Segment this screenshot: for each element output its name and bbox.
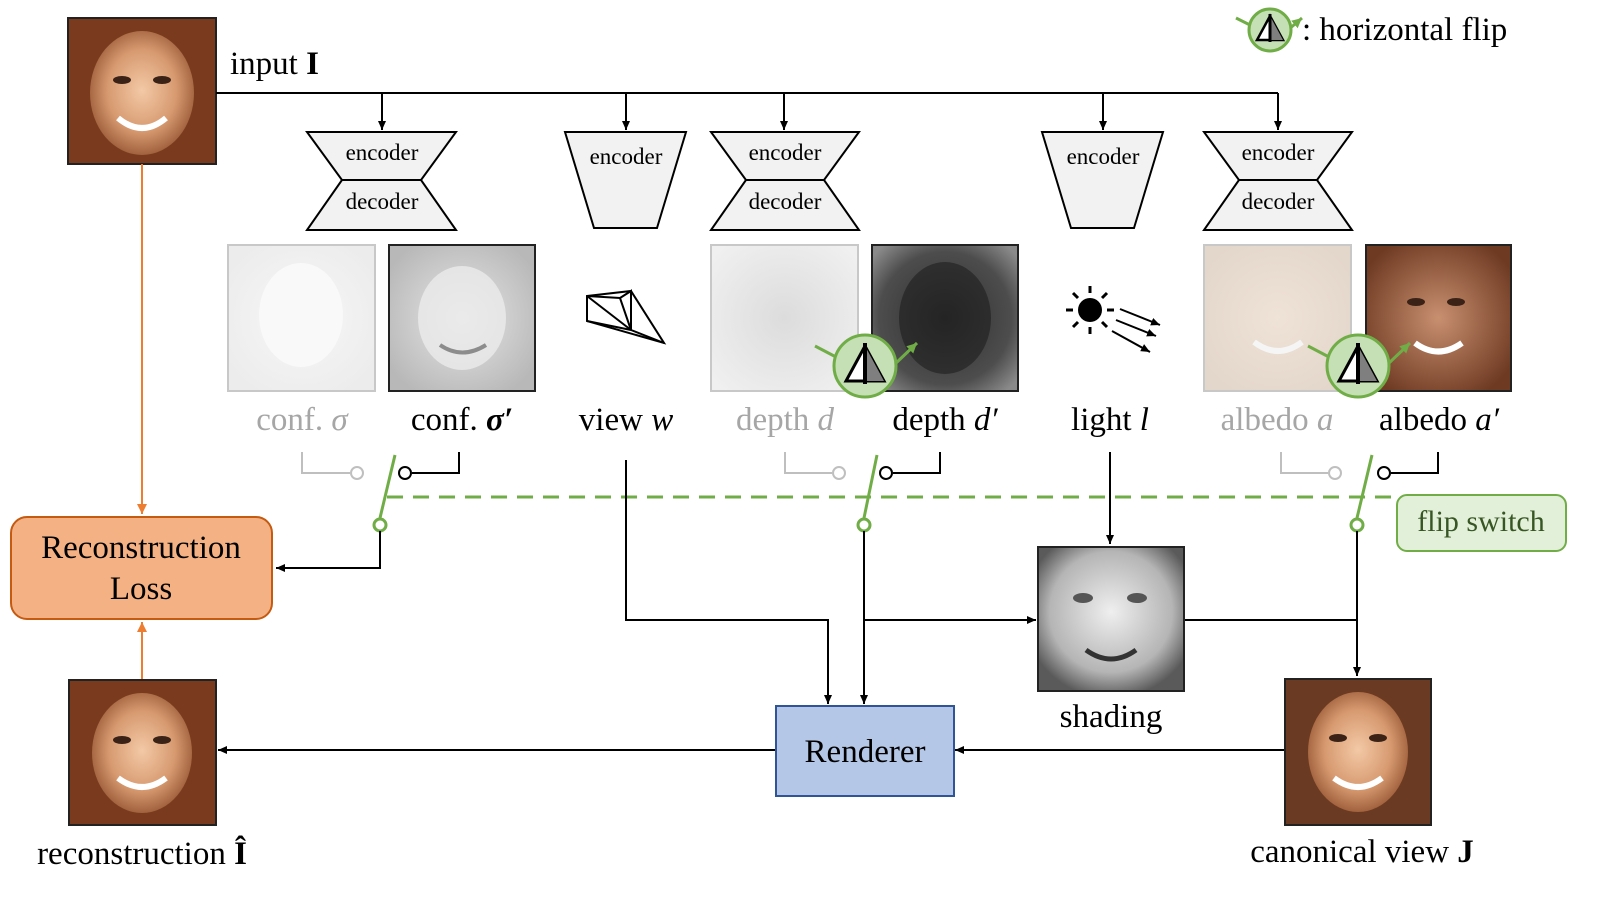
- view-icon: [586, 289, 667, 345]
- canonical-view-image: [1284, 678, 1432, 826]
- conf-sigma-prime-image: [388, 244, 536, 392]
- label-depth-d-prime: depth d′: [892, 402, 998, 438]
- label-conf-sigma-prime: conf. σ′: [411, 402, 513, 438]
- flip-icon-depth: [814, 333, 919, 399]
- decoder-label-albedo: decoder: [1242, 189, 1315, 214]
- encdec-albedo: [1202, 131, 1354, 231]
- canonical-view-label: canonical view J: [1250, 834, 1474, 870]
- loss-label-line2: Loss: [110, 571, 172, 607]
- legend-flip-label: : horizontal flip: [1302, 12, 1507, 48]
- reconstruction-label: reconstruction Î: [37, 834, 247, 872]
- decoder-label-conf: decoder: [346, 189, 419, 214]
- label-depth-d: depth d: [736, 402, 835, 438]
- encoder-light: [1040, 131, 1165, 229]
- shading-label: shading: [1060, 699, 1163, 735]
- switch-active-albedo: [1377, 452, 1439, 480]
- loss-box: [10, 516, 273, 620]
- input-image: [67, 17, 217, 165]
- flip-switch-box: [1396, 494, 1567, 552]
- switch-faded-conf: [301, 452, 364, 480]
- label-view: view w: [579, 402, 673, 438]
- shading-image: [1037, 546, 1185, 692]
- loss-label-line1: Reconstruction: [41, 530, 241, 566]
- decoder-label-depth: decoder: [749, 189, 822, 214]
- flow-lines: [218, 452, 1361, 754]
- albedo-a-prime-image: [1365, 244, 1512, 392]
- switch-faded-depth: [784, 452, 846, 480]
- label-conf-sigma: conf. σ: [256, 402, 349, 438]
- encdec-conf: [305, 131, 458, 231]
- flip-icon-albedo: [1307, 333, 1412, 399]
- renderer-box: [775, 705, 955, 797]
- sun-icon: [1066, 286, 1161, 353]
- label-albedo-a-prime: albedo a′: [1379, 402, 1500, 438]
- flip-switch-label: flip switch: [1417, 505, 1545, 538]
- switch-active-depth: [879, 452, 941, 480]
- encoder-label-conf: encoder: [346, 140, 419, 165]
- conf-sigma-image: [227, 244, 376, 392]
- encoder-label-albedo: encoder: [1242, 140, 1315, 165]
- input-bus: [216, 92, 1282, 130]
- renderer-label: Renderer: [805, 734, 926, 770]
- encoder-label-view: encoder: [590, 144, 663, 169]
- encoder-label-light: encoder: [1067, 144, 1140, 169]
- switch-active-conf: [398, 452, 460, 480]
- input-label: input I: [230, 46, 319, 82]
- reconstruction-image: [68, 679, 217, 826]
- encoder-label-depth: encoder: [749, 140, 822, 165]
- encoder-view: [563, 131, 688, 229]
- switch-levers: [372, 454, 1374, 533]
- switch-faded-albedo: [1280, 452, 1342, 480]
- legend-flip-icon: [1235, 7, 1303, 53]
- label-light: light l: [1071, 402, 1149, 438]
- label-albedo-a: albedo a: [1221, 402, 1334, 438]
- encdec-depth: [709, 131, 861, 231]
